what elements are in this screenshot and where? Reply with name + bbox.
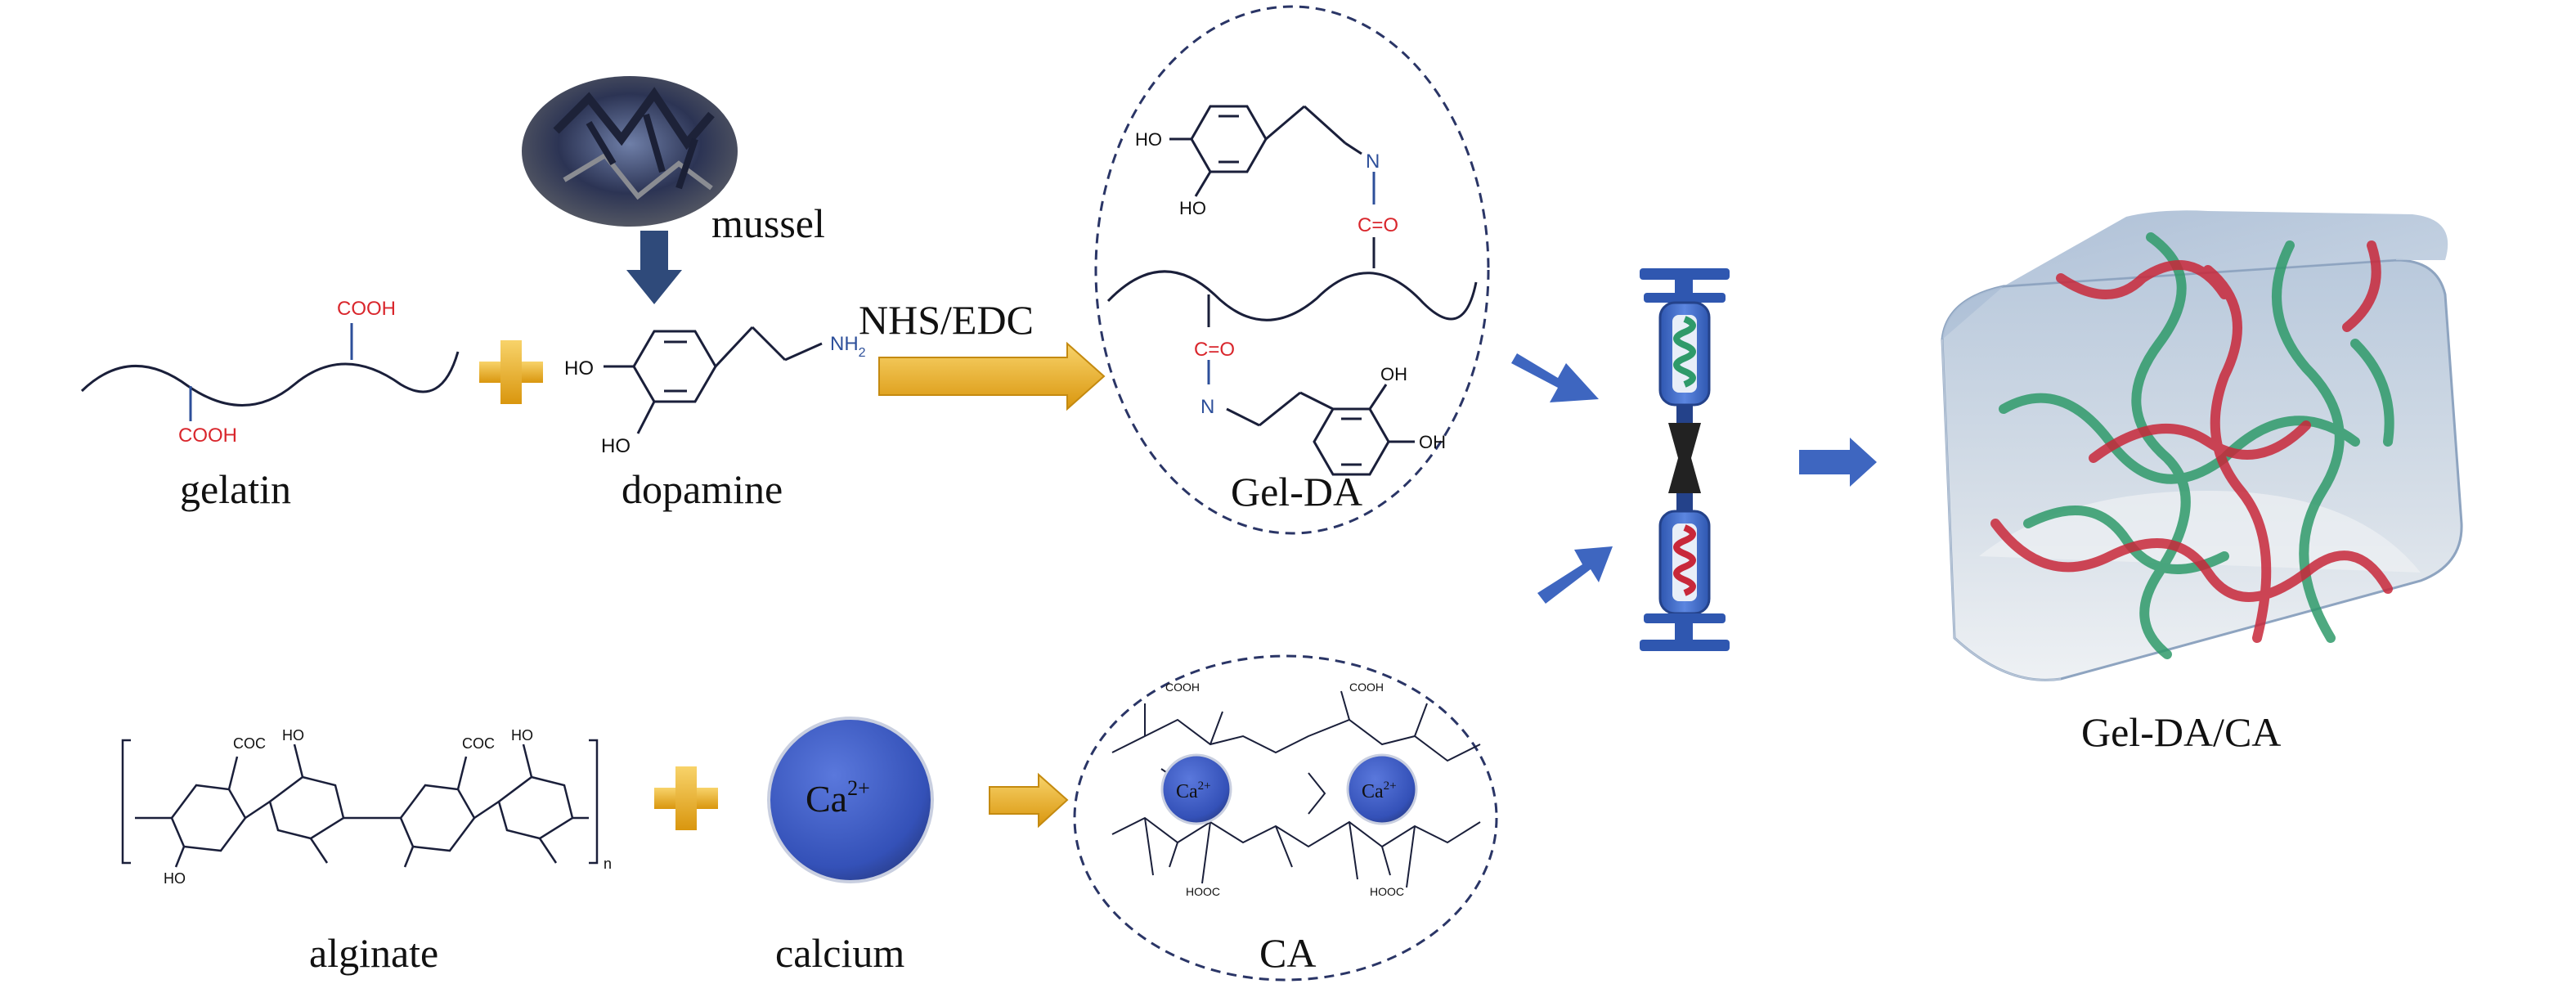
ca-cooh-1: COOH [1165,681,1200,694]
ca-ion-icon-right [1346,753,1418,825]
gelda-oh-2: OH [1419,432,1446,452]
dopamine-structure [604,326,823,434]
plus-icon [479,340,543,404]
hydrogel-cube [1941,210,2463,681]
gel-da-circle [1094,5,1490,535]
ca-label: CA [1259,930,1316,976]
alginate-structure [121,739,599,868]
mussel-down-arrow-icon [626,231,682,304]
alginate-n-subscript: n [604,856,612,872]
ca-hooc-1: HOOC [1186,885,1220,898]
gel-da-ca-label: Gel-DA/CA [2081,709,2281,755]
double-syringe-icon [1640,268,1730,651]
alginate-label: alginate [309,930,438,976]
alginate-coc-1: COC [233,735,266,752]
ca-cooh-2: COOH [1349,681,1384,694]
gel-da-structure [1106,105,1478,476]
ca-network-structure [1111,690,1481,888]
mussel-image [522,76,738,227]
ca-hooc-2: HOOC [1370,885,1404,898]
calcium-ion-icon [767,717,934,883]
reaction-arrow-icon-2 [989,772,1069,829]
dopamine-ho-2: HO [601,435,631,457]
gel-da-label: Gel-DA [1231,469,1362,514]
blue-arrow-icon-upper [1511,353,1599,402]
mussel-label: mussel [711,200,825,246]
reaction-arrow-icon [878,341,1106,411]
gelda-n-bottom: N [1200,396,1214,418]
gelatin-label: gelatin [180,466,291,512]
alginate-coc-2: COC [462,735,495,752]
dopamine-label: dopamine [622,466,783,512]
gelda-co-top: C=O [1358,214,1398,236]
plus-icon-2 [654,766,718,830]
alginate-ho-1: HO [282,727,304,744]
ca-ion-text-right: Ca2+ [1362,780,1397,802]
ca-circle [1073,654,1498,982]
ca-ion-text-left: Ca2+ [1176,780,1211,802]
gelda-co-bottom: C=O [1194,339,1235,361]
gelda-ho-2: HO [1179,198,1206,218]
dopamine-nh2: NH2 [830,333,866,360]
dopamine-ho-1: HO [564,357,594,380]
calcium-ion-text: Ca2+ [806,776,870,820]
cooh-label-bottom: COOH [178,425,237,447]
ca-ion-icon-left [1160,753,1232,825]
cooh-label-top: COOH [337,298,396,320]
gelatin-structure: COOH COOH [80,298,460,447]
alginate-ho-2: HO [511,727,533,744]
gelda-oh-1: OH [1380,364,1407,384]
alginate-ho-3: HO [164,870,186,887]
gelda-n-top: N [1366,151,1380,173]
blue-arrow-icon-lower [1537,546,1613,604]
nhs-edc-label: NHS/EDC [859,297,1034,343]
gelda-ho-1: HO [1135,129,1162,150]
calcium-label: calcium [775,930,904,976]
blue-arrow-icon-right [1799,438,1877,487]
